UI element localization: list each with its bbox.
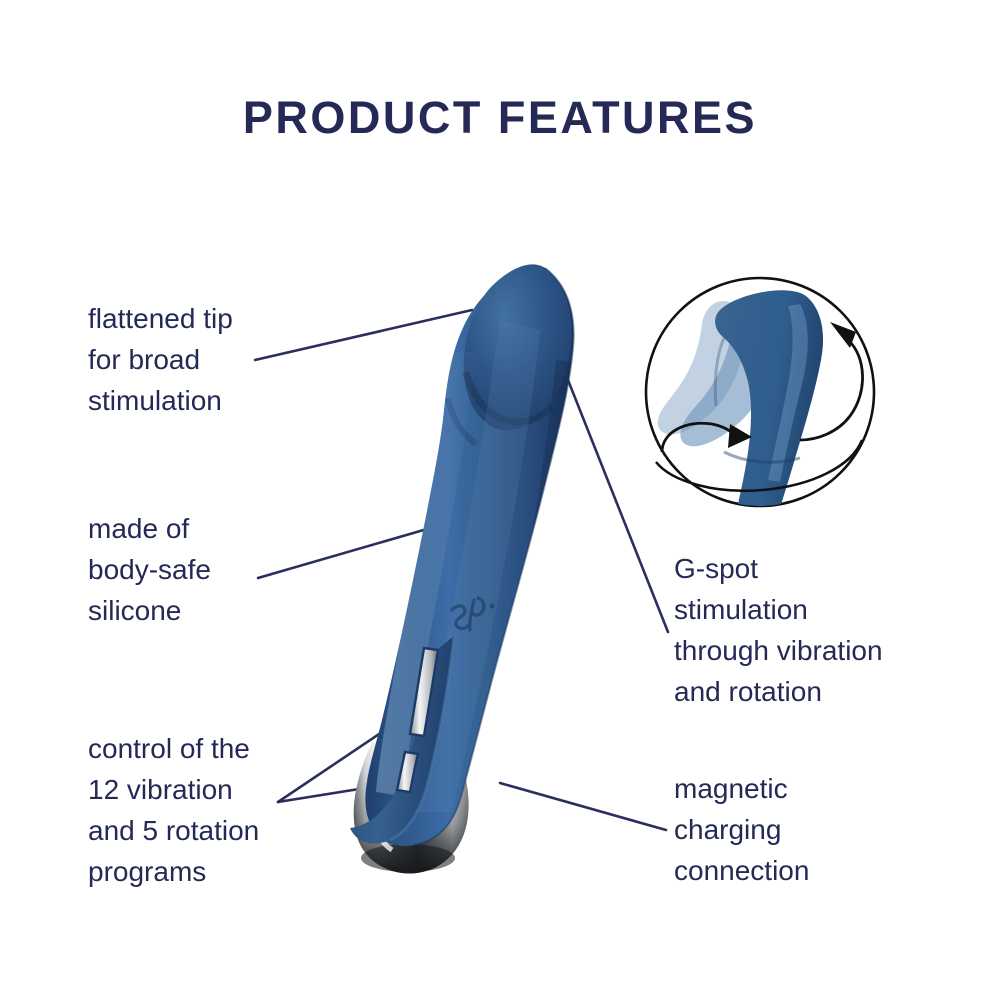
callout-body-safe-silicone: made of body-safe silicone — [88, 513, 211, 626]
leader-line-control-programs-upper — [276, 720, 399, 804]
rotation-arrow-right-head — [830, 322, 856, 348]
inset-product-tip — [715, 290, 823, 506]
rotation-arrows — [654, 322, 864, 493]
control-buttons[interactable] — [395, 646, 440, 794]
callout-flattened-tip: flattened tip for broad stimulation — [88, 303, 233, 416]
leader-line-flattened-tip — [253, 308, 474, 362]
callout-magnetic-charging: magnetic charging connection — [674, 773, 810, 886]
page-title: PRODUCT FEATURES — [242, 92, 758, 143]
control-button-upper[interactable] — [408, 646, 440, 738]
rotation-arrow-right-path — [799, 338, 864, 442]
brand-logo-emboss — [450, 596, 495, 632]
leader-line-gspot-stimulation — [564, 373, 670, 634]
callout-control-programs: control of the 12 vibration and 5 rotati… — [88, 733, 260, 887]
control-button-lower[interactable] — [395, 750, 420, 794]
rotation-arrow-left-head — [728, 424, 752, 448]
leader-line-magnetic-charging — [498, 781, 668, 832]
callout-gspot-stimulation: G-spot stimulation through vibration and… — [674, 553, 883, 707]
rotation-ring-band — [654, 439, 864, 493]
